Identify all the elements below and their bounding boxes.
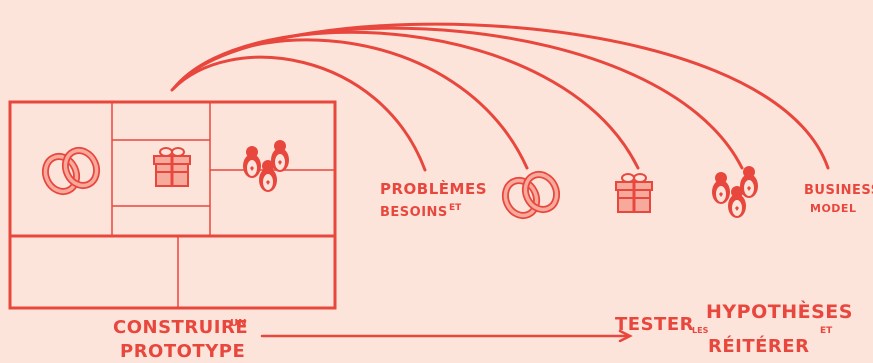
arc-to-penguins: [178, 28, 742, 168]
business-canvas-block: [10, 102, 335, 308]
label-construire: CONSTRUIRE: [113, 317, 248, 338]
label-hypotheses: HYPOTHÈSES: [706, 300, 853, 323]
label-model: MODEL: [810, 202, 856, 215]
connector-arcs: [172, 24, 828, 170]
row-penguins-icon: [712, 166, 758, 218]
arrow-to-tester: [262, 331, 630, 341]
gift-icon: [154, 148, 190, 186]
label-besoins-et: ET: [449, 203, 462, 213]
label-reiterer: RÉITÉRER: [708, 335, 809, 357]
label-un: UN: [230, 318, 247, 329]
label-business: BUSINESS: [804, 183, 873, 198]
penguins-icon: [243, 140, 289, 192]
label-et: ET: [820, 326, 833, 336]
label-tester: TESTER: [615, 314, 694, 335]
label-problemes: PROBLÈMES: [380, 179, 487, 198]
label-prototype: PROTOTYPE: [120, 341, 245, 362]
label-les: LES: [692, 326, 709, 335]
rings-icon: [40, 145, 102, 196]
arc-to-rings: [174, 40, 527, 168]
row-gift-icon: [616, 174, 652, 212]
canvas-outer: [10, 102, 335, 308]
row-rings-icon: [500, 169, 562, 220]
label-besoins: BESOINS: [380, 205, 448, 220]
